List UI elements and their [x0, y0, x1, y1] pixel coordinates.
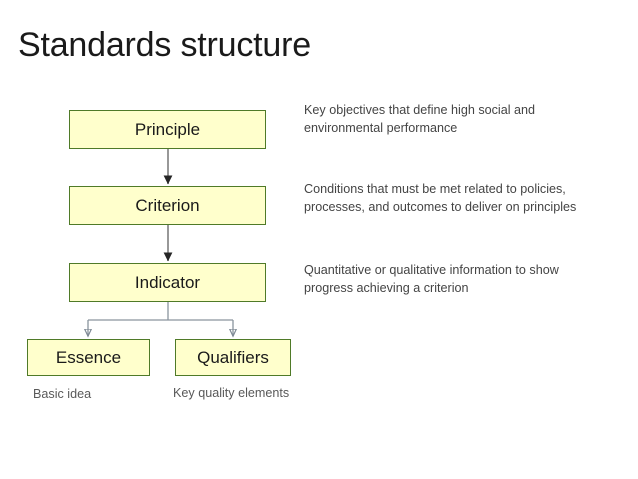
box-essence[interactable]: Essence	[27, 339, 150, 376]
box-principle[interactable]: Principle	[69, 110, 266, 149]
description-criterion: Conditions that must be met related to p…	[304, 182, 577, 214]
description-principle: Key objectives that define high social a…	[304, 103, 536, 135]
description-indicator: Quantitative or qualitative information …	[304, 263, 559, 295]
caption-qualifiers: Key quality elements	[173, 386, 290, 400]
box-indicator[interactable]: Indicator	[69, 263, 266, 302]
box-criterion[interactable]: Criterion	[69, 186, 266, 225]
page-title: Standards structure	[18, 26, 311, 64]
caption-essence: Basic idea	[33, 387, 92, 401]
box-qualifiers[interactable]: Qualifiers	[175, 339, 291, 376]
